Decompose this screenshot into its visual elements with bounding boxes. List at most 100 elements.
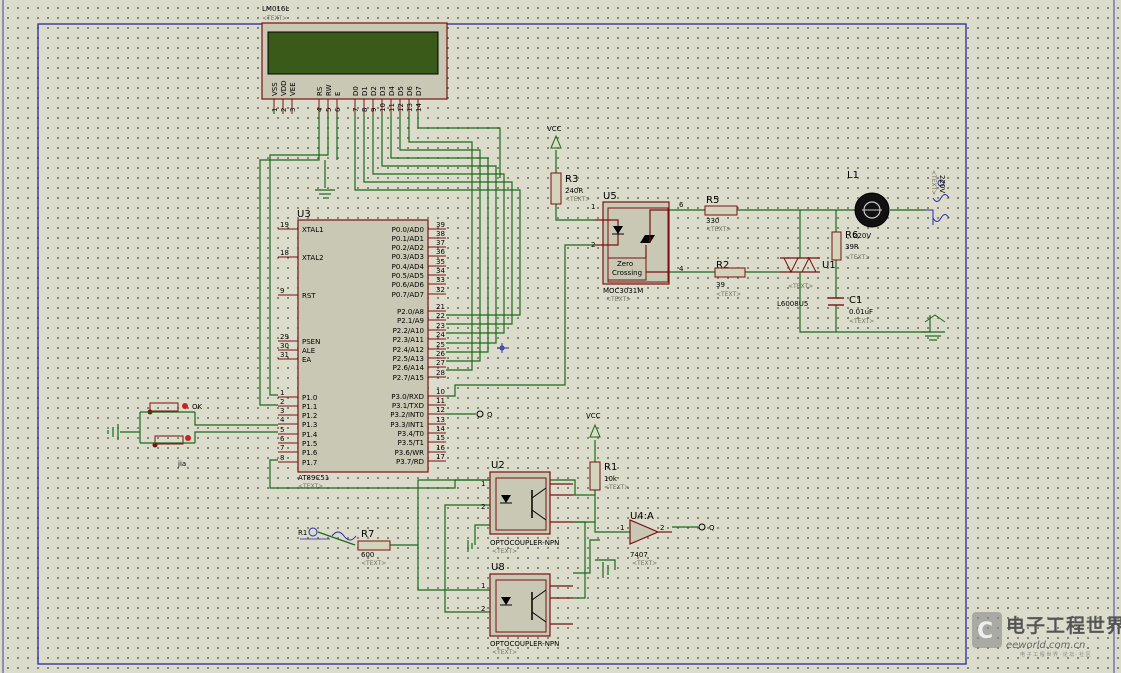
mcu-left-pin-number: 19 <box>280 221 289 229</box>
mcu-right-pin-name: P0.3/AD3 <box>392 253 424 261</box>
resistor-r5[interactable]: R5 330 <TEXT> <box>704 195 738 233</box>
lcd-text-marker: <TEXT> <box>262 15 287 22</box>
wire-network <box>107 110 945 613</box>
ok-button[interactable]: OK <box>140 402 203 415</box>
vcc-bottom-terminal[interactable]: VCC <box>586 412 601 438</box>
lcd-module[interactable]: LM016L <TEXT> VSS1VDD2VEE3RS4RW5E6D07D18… <box>261 5 448 114</box>
lcd-pin-name: D1 <box>361 86 369 96</box>
resistor-r3[interactable]: R3 240R <TEXT> <box>550 172 590 205</box>
mcu-right-pin-name: P2.5/A13 <box>393 355 424 363</box>
u5-pin6-label: 6 <box>679 201 684 209</box>
mcu-right-pin-name: P2.0/A8 <box>397 308 424 316</box>
mcu-right-pin-name: P0.7/AD7 <box>392 291 424 299</box>
mcu-left-pin-number: 8 <box>280 454 284 462</box>
resistor-r1[interactable]: R1 10k <TEXT> <box>589 461 629 491</box>
mcu-right-pin-name: P2.7/A15 <box>393 374 424 382</box>
jia-label: jia <box>177 460 186 468</box>
r2-ref: R2 <box>716 260 729 271</box>
capacitor-c1[interactable]: C1 0.01uF <TEXT> <box>828 295 874 325</box>
watermark-cn: 电子工程世界 <box>1006 614 1121 637</box>
u5-zero-crossing-line2: Crossing <box>612 269 642 277</box>
mcu-left-pin-number: 31 <box>280 351 289 359</box>
r7-ref: R7 <box>361 529 374 540</box>
mcu-left-pin-name: P1.7 <box>302 459 317 467</box>
u2-ref: U2 <box>491 460 505 471</box>
mcu-left-pin-number: 4 <box>280 416 285 424</box>
mcu-left-pin-name: P1.6 <box>302 449 318 457</box>
mcu-left-pin-name: P1.1 <box>302 403 317 411</box>
mcu-left-pin-number: 18 <box>280 249 289 257</box>
mcu-right-pin-number: 26 <box>436 350 445 358</box>
lamp-l1[interactable]: L1 <box>847 170 890 228</box>
mcu-left-pin-number: 2 <box>280 398 284 406</box>
lcd-pin-name: D0 <box>352 86 360 96</box>
mcu-left-pin-name: ALE <box>302 347 315 355</box>
mcu-right-pin-number: 32 <box>436 286 445 294</box>
optocoupler-u2[interactable]: U2 1 2 OPTOCOUPLER-NPN <TEXT> <box>481 460 573 555</box>
r2-text-marker: <TEXT> <box>716 291 741 298</box>
u4-ref: U4:A <box>630 511 654 522</box>
triac-text-marker: <TEXT> <box>788 283 813 290</box>
lcd-title: LM016L <box>262 5 289 13</box>
u8-ref: U8 <box>491 562 505 573</box>
jia-button[interactable]: jia <box>140 435 195 468</box>
lcd-pin-number: 4 <box>316 107 324 112</box>
lcd-pin-number: 7 <box>352 108 360 112</box>
optotriac-u5[interactable]: U5 Zero Crossing 1 2 6 4 MOC3031M <TEXT> <box>591 191 684 303</box>
mcu-right-pin-name: P0.1/AD1 <box>392 235 424 243</box>
u5-ref: U5 <box>603 191 617 202</box>
mcu-left-pin-number: 9 <box>280 287 284 295</box>
input-probe[interactable]: R1 <box>298 527 357 541</box>
lcd-pin-name: VEE <box>289 82 297 96</box>
u4-pin2: 2 <box>660 524 664 532</box>
mcu-left-pins: 19XTAL118XTAL29RST29PSEN30ALE31EA1P1.02P… <box>278 221 324 467</box>
mcu-right-pin-name: P3.6/WR <box>395 449 425 457</box>
mcu-right-pin-name: P0.6/AD6 <box>392 281 425 289</box>
mcu-right-pin-number: 33 <box>436 276 445 284</box>
cursor-crosshair-icon <box>497 343 507 353</box>
sheet-border <box>37 23 967 665</box>
mcu-right-pin-name: P3.4/T0 <box>398 430 424 438</box>
mcu-body <box>297 219 429 473</box>
ac-source-text-marker: <TEXT> <box>930 170 937 195</box>
resistor-r2[interactable]: R2 39 <TEXT> <box>714 260 746 298</box>
r7-text-marker: <TEXT> <box>361 560 386 567</box>
mcu-right-pin-name: P0.0/AD0 <box>392 226 424 234</box>
r3-value: 240R <box>565 187 583 195</box>
r7-value: 600 <box>361 551 374 559</box>
mcu-right-pin-number: 25 <box>436 341 445 349</box>
ground-symbol-right <box>924 314 946 323</box>
optocoupler-u8[interactable]: U8 1 2 OPTOCOUPLER-NPN <TEXT> <box>481 562 573 656</box>
buffer-u4a[interactable]: U4:A 1 2 7407 <TEXT> <box>620 511 672 567</box>
output-q2[interactable]: Q <box>698 523 715 532</box>
vcc-top-label: VCC <box>547 125 562 133</box>
r6-text-marker: <TEXT> <box>845 254 870 261</box>
vcc-top-terminal[interactable]: VCC <box>547 125 562 149</box>
mcu-ref: U3 <box>297 209 311 220</box>
r1-value: 10k <box>604 475 618 483</box>
lcd-pin-number: 12 <box>397 103 405 112</box>
resistor-r6[interactable]: R6 220V 39R <TEXT> <box>831 230 871 261</box>
output-q1-label: Q <box>487 411 493 419</box>
mcu-right-pin-number: 21 <box>436 303 445 311</box>
resistor-r7[interactable]: R7 600 <TEXT> <box>357 529 391 567</box>
mcu-chip[interactable]: U3 AT89C51 <TEXT> 19XTAL118XTAL29RST29PS… <box>278 209 446 490</box>
lcd-screen <box>267 31 439 75</box>
ac-source-220v[interactable]: 220V <TEXT> <box>925 170 950 225</box>
mcu-right-pin-number: 22 <box>436 312 445 320</box>
triac-u1[interactable]: U1 <TEXT> L6008U5 <box>777 256 836 308</box>
mcu-left-pin-name: EA <box>302 356 311 364</box>
mcu-left-pin-name: P1.4 <box>302 431 318 439</box>
mcu-left-pin-number: 6 <box>280 435 285 443</box>
lcd-pin-number: 9 <box>370 108 378 112</box>
mcu-right-pin-number: 37 <box>436 239 445 247</box>
mcu-left-pin-name: RST <box>302 292 316 300</box>
mcu-right-pin-number: 11 <box>436 397 445 405</box>
r6-value: 39R <box>845 243 859 251</box>
probe-label: R1 <box>298 529 307 537</box>
output-q1[interactable]: Q <box>476 410 493 419</box>
mcu-right-pin-number: 24 <box>436 331 445 339</box>
u4-value: 7407 <box>630 551 648 559</box>
